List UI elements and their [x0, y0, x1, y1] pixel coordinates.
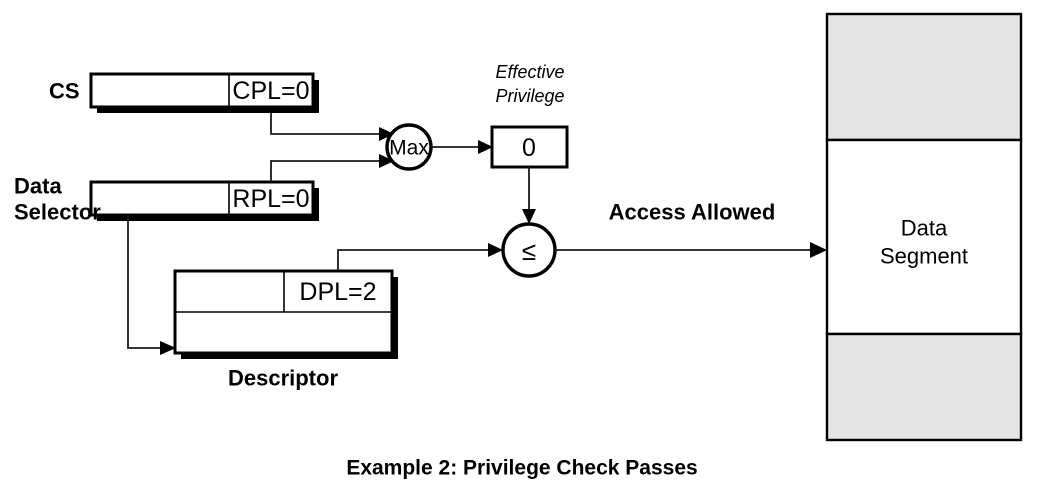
connector-cpl-to-max — [270, 113, 379, 135]
connector-effective-privilege-to-compare-arrowhead — [522, 209, 536, 224]
connector-dpl-to-compare — [337, 249, 488, 271]
figure-caption: Example 2: Privilege Check Passes — [346, 457, 697, 480]
data-selector-rpl-field-label: RPL=0 — [232, 185, 309, 213]
effective-privilege-caption-line1: Effective — [495, 62, 564, 82]
data-selector: RPL=0 Data Selector — [14, 174, 319, 225]
connectors: Access Allowed — [127, 113, 827, 355]
effective-privilege-caption-line2: Privilege — [495, 86, 564, 106]
connector-selector-to-descriptor — [127, 215, 160, 349]
compare-operator: ≤ — [501, 222, 557, 278]
connector-max-to-effective-privilege-arrowhead — [478, 140, 493, 154]
effective-privilege-box — [492, 127, 567, 167]
compare-operator-label: ≤ — [522, 236, 536, 266]
connector-dpl-to-compare-arrowhead — [488, 243, 503, 257]
data-selector-label-line1: Data — [14, 174, 62, 199]
data-selector-label-line2: Selector — [14, 200, 101, 225]
memory-upper-region — [825, 12, 1023, 142]
connector-rpl-to-max-arrowhead — [379, 154, 394, 168]
connector-compare-to-data-segment-arrowhead — [810, 242, 827, 258]
connector-selector-to-descriptor-arrowhead — [160, 341, 176, 355]
connector-cpl-to-max-arrowhead — [379, 127, 394, 141]
data-segment-label-line1: Data — [901, 216, 948, 241]
data-selector-outline — [89, 180, 315, 217]
max-operator: Max — [385, 123, 433, 171]
max-operator-label: Max — [389, 137, 429, 160]
memory-column: Data Segment — [825, 12, 1023, 442]
descriptor: DPL=2 Descriptor — [173, 269, 398, 391]
access-allowed-label: Access Allowed — [609, 200, 776, 225]
memory-lower-region — [825, 332, 1023, 442]
descriptor-label: Descriptor — [228, 366, 338, 391]
data-segment-label-line2: Segment — [880, 244, 968, 269]
connector-rpl-to-max — [270, 160, 379, 182]
cs-cpl-field-label: CPL=0 — [232, 77, 309, 105]
memory-data-segment — [825, 138, 1023, 336]
descriptor-dpl-field-label: DPL=2 — [299, 278, 376, 306]
cs-label: CS — [49, 79, 80, 104]
effective-privilege-value: 0 — [522, 134, 536, 162]
cs-selector-outline — [89, 72, 315, 109]
data-selector-body — [91, 182, 313, 215]
effective-privilege: Effective Privilege 0 — [490, 62, 569, 169]
cs-selector: CPL=0 CS — [49, 72, 319, 113]
cs-selector-body — [91, 74, 313, 107]
